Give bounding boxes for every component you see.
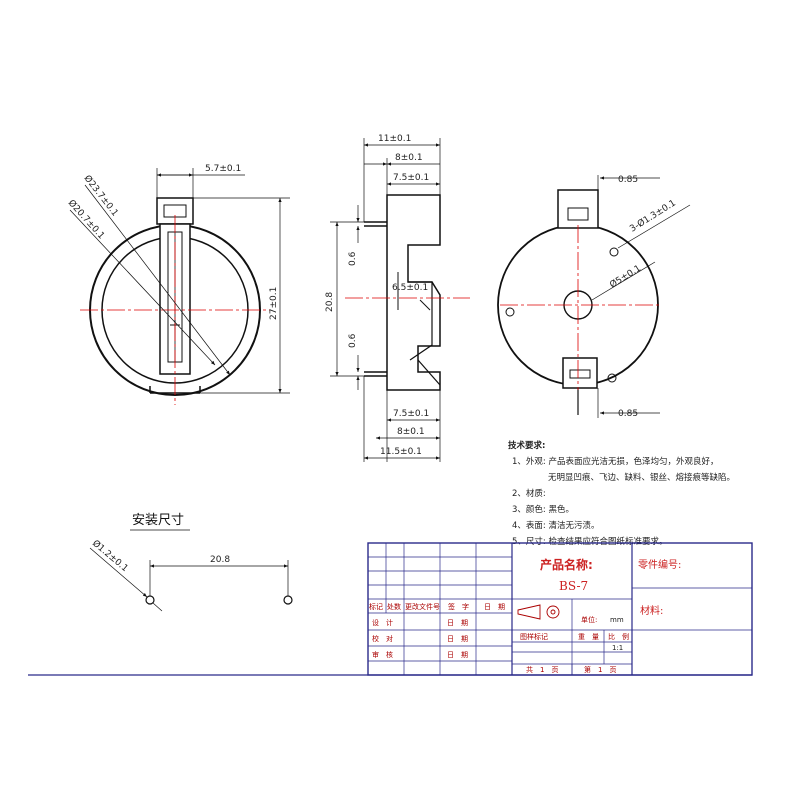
dim-install-hole: Ø1.2±0.1 [90,538,130,574]
dim-outer-diameter: Ø23.7±0.1 [82,173,121,218]
dim-side-115: 11.5±0.1 [380,447,422,457]
tb-review-label: 审 核 [372,650,393,659]
tb-rev-header-1: 标记 [369,602,383,611]
tb-product-code: BS-7 [559,579,588,593]
dim-back-holes: 3-Ø1.3±0.1 [628,198,678,235]
title-block-text: 标记 处数 更改文件号 签 字 日 期 设 计 校 对 审 核 日 期 日 期 … [369,557,681,674]
dim-tab-width: 5.7±0.1 [205,164,241,174]
dim-side-208: 20.8 [325,292,335,312]
tb-product-label: 产品名称: [540,557,593,572]
dim-side-65: 6.5±0.1 [392,283,428,293]
dim-back-085-top: 0.85 [618,175,638,185]
dim-side-75-top: 7.5±0.1 [393,173,429,183]
front-center-lines [80,215,270,405]
dim-back-085-bot: 0.85 [618,409,638,419]
projection-symbol-icon [517,604,560,620]
tech-item-5: 5、尺寸: 检查结果应符合图纸标准要求。 [512,536,667,547]
tech-title: 技术要求: [508,440,545,451]
dim-side-8-top: 8±0.1 [395,153,423,163]
install-hole-left [145,595,155,605]
install-title: 安装尺寸 [132,513,184,528]
tb-check-label: 校 对 [372,634,393,643]
tb-unit-value: mm [610,616,624,624]
tech-item-2: 2、材质: [512,488,546,499]
tb-date-label-3: 日 期 [447,651,468,659]
dim-side-06-bot: 0.6 [348,333,358,348]
tech-item-4: 4、表面: 清洁无污渍。 [512,520,599,531]
tech-item-3: 3、颜色: 黑色。 [512,504,574,515]
tb-date-label-2: 日 期 [447,635,468,643]
tb-rev-header-4: 签 字 [448,602,469,611]
mount-hole-3 [607,373,617,383]
tb-sample-label: 图样标记 [520,632,548,641]
dim-side-75-bot: 7.5±0.1 [393,409,429,419]
dim-side-8-bot: 8±0.1 [397,427,425,437]
tb-design-label: 设 计 [372,618,393,627]
dim-inner-diameter: Ø20.7±0.1 [66,198,107,242]
mount-hole-2 [505,307,515,317]
tech-requirements: 技术要求: 1、外观: 产品表面应光洁无损，色泽均匀，外观良好， 无明显凹痕、飞… [508,440,735,547]
side-view [364,194,441,391]
back-top-tab [557,189,599,229]
tb-date-label-1: 日 期 [447,619,468,627]
dim-height: 27±0.1 [269,287,279,320]
title-block [367,542,753,676]
dim-side-06-top: 0.6 [348,251,358,266]
back-bottom-tab [562,357,598,389]
mount-hole-1 [609,247,619,257]
tb-rev-header-2: 处数 [387,602,401,611]
tb-rev-header-5: 日 期 [484,603,505,611]
tb-rev-header-3: 更改文件号 [405,602,440,611]
dim-side-11: 11±0.1 [378,134,411,144]
tech-item-1b: 无明显凹痕、飞边、缺料、银丝、熔接痕等缺陷。 [548,472,735,483]
install-hole-right [283,595,293,605]
tb-material-label: 材料: [640,604,663,617]
dim-install-pitch: 20.8 [210,555,230,565]
tb-sheet-no: 第 1 页 [584,665,616,674]
tb-scale-value: 1:1 [612,644,623,652]
tb-part-no-label: 零件编号: [638,558,681,571]
tech-item-1: 1、外观: 产品表面应光洁无损，色泽均匀，外观良好， [512,456,718,467]
tb-weight-label: 重 量 [578,633,599,641]
install-dimensions: 安装尺寸 Ø1.2±0.1 20.8 [89,513,293,612]
tb-unit-label: 单位: [581,615,597,624]
tb-scale-label: 比 例 [608,632,629,641]
tb-total-sheets: 共 1 页 [526,665,558,674]
